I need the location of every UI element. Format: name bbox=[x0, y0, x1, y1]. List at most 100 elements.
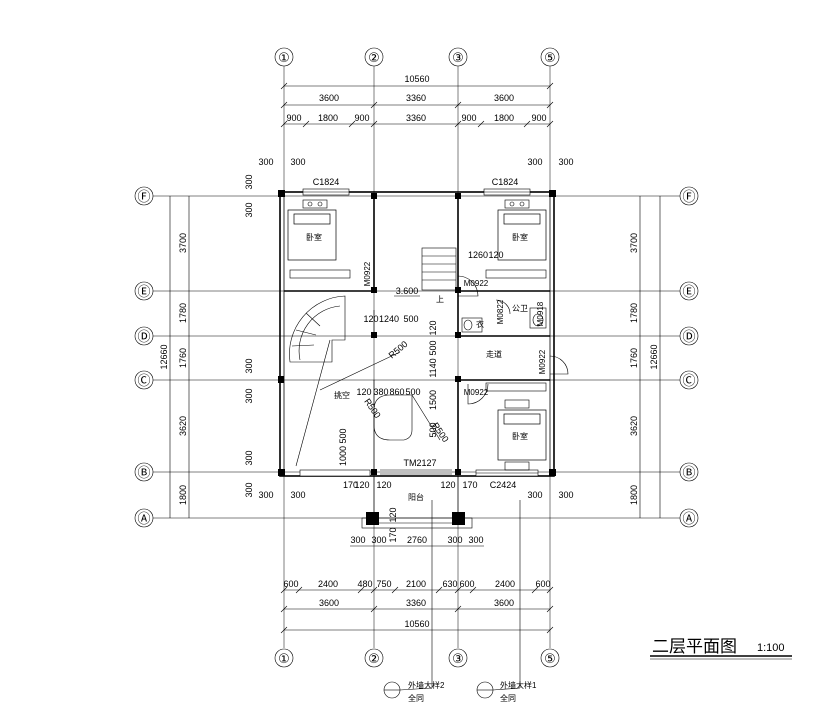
axis-5-top: ⑤ bbox=[544, 50, 556, 65]
dim-top-detail-3: 900 bbox=[354, 113, 369, 123]
room-bedroom-1: 卧室 bbox=[306, 232, 322, 242]
door-m0918: M0918 bbox=[536, 301, 545, 326]
small-300-dimensions: 300 300 300 300 300 300 300 300 300 300 … bbox=[244, 157, 574, 500]
dim-inner-500e: 500 bbox=[338, 428, 348, 443]
dim-inner-120f: 120 bbox=[376, 480, 391, 490]
dim-inner-120e: 120 bbox=[354, 480, 369, 490]
axis-3-bottom: ③ bbox=[452, 651, 464, 666]
window-c2424: C2424 bbox=[490, 480, 517, 490]
axis-F-left: Ⓕ bbox=[137, 189, 150, 204]
dim-bot-detail-9: 600 bbox=[535, 579, 550, 589]
dim-300-5: 300 bbox=[244, 174, 254, 189]
dim-bot-detail-8: 2400 bbox=[495, 579, 515, 589]
dim-inner-860: 860 bbox=[389, 387, 404, 397]
interior-walls bbox=[284, 196, 550, 472]
dim-bot-detail-2: 2400 bbox=[318, 579, 338, 589]
dim-top-mid-1: 3600 bbox=[319, 93, 339, 103]
axis-lines bbox=[153, 66, 680, 648]
dim-inner-1240: 1240 bbox=[379, 314, 399, 324]
axis-B-right: Ⓑ bbox=[682, 465, 695, 480]
bedroom-bottom-right: 卧室 bbox=[485, 382, 547, 471]
dim-right-total: 12660 bbox=[649, 344, 659, 369]
outer-walls bbox=[279, 191, 555, 477]
dim-bot-detail-3: 480 bbox=[357, 579, 372, 589]
dim-inner-500d: 500 bbox=[428, 422, 438, 437]
dim-left-1800: 1800 bbox=[178, 485, 188, 505]
dim-bot-detail-5: 2100 bbox=[406, 579, 426, 589]
door-tm2127: TM2127 bbox=[403, 458, 436, 468]
stair-up-label: 上 bbox=[436, 295, 444, 304]
dim-bot-mid-1: 3600 bbox=[319, 598, 339, 608]
dim-left-total: 12660 bbox=[159, 344, 169, 369]
bedroom-top-left: 卧室 bbox=[287, 199, 351, 279]
dim-inner-1260: 1260 bbox=[468, 250, 488, 260]
axis-bubbles: ① ② ③ ⑤ ① ② ③ ⑤ Ⓕ Ⓔ Ⓓ Ⓒ Ⓑ Ⓐ Ⓕ Ⓔ Ⓓ Ⓒ Ⓑ Ⓐ bbox=[134, 47, 699, 668]
dim-right-3620: 3620 bbox=[629, 416, 639, 436]
dim-right-1780: 1780 bbox=[629, 303, 639, 323]
staircase: 上 bbox=[289, 247, 457, 363]
axis-E-right: Ⓔ bbox=[682, 284, 695, 299]
radius-r500b: R500 bbox=[362, 397, 383, 420]
dim-inner-120b: 120 bbox=[363, 314, 378, 324]
bottom-dimensions: 600 2400 480 750 2100 630 600 2400 600 3… bbox=[280, 579, 554, 634]
door-m0922-4: M0922 bbox=[538, 349, 547, 374]
toilet-room: 公卫 衣 走道 bbox=[461, 304, 547, 359]
axis-A-right: Ⓐ bbox=[682, 511, 695, 526]
dim-inner-170c: 170 bbox=[388, 527, 398, 542]
dim-bot-detail-7: 600 bbox=[459, 579, 474, 589]
dim-300-10: 300 bbox=[244, 482, 254, 497]
left-dimensions: 3700 1780 1760 3620 1800 12660 bbox=[159, 196, 190, 518]
dim-300-7: 300 bbox=[244, 358, 254, 373]
dim-right-1800: 1800 bbox=[629, 485, 639, 505]
dim-top-detail-7: 900 bbox=[531, 113, 546, 123]
axis-C-left: Ⓒ bbox=[137, 373, 150, 388]
callout-2-label: 外墙大样1 bbox=[500, 680, 537, 690]
door-m0922-2: M0922 bbox=[464, 279, 489, 288]
dim-left-1760: 1760 bbox=[178, 348, 188, 368]
axis-E-left: Ⓔ bbox=[137, 284, 150, 299]
dim-300-6: 300 bbox=[244, 202, 254, 217]
dim-top-detail-5: 900 bbox=[461, 113, 476, 123]
dim-top-total: 10560 bbox=[404, 74, 429, 84]
bedroom-top-right: 卧室 bbox=[485, 199, 547, 279]
callout-2-sub: 全同 bbox=[500, 693, 516, 703]
dim-inner-170a: 170 bbox=[343, 480, 358, 490]
callout-1-label: 外墙大样2 bbox=[408, 680, 445, 690]
dim-bot-mid-2: 3360 bbox=[406, 598, 426, 608]
dim-inner-300b: 300 bbox=[371, 535, 386, 545]
title-text: 二层平面图 bbox=[652, 637, 737, 656]
dim-inner-120c: 120 bbox=[428, 320, 438, 335]
elevation-3600: 3.600 bbox=[396, 286, 419, 296]
balcony: 阳台 bbox=[361, 476, 473, 529]
columns bbox=[278, 190, 556, 525]
dim-top-mid-3: 3600 bbox=[494, 93, 514, 103]
room-bedroom-2: 卧室 bbox=[512, 232, 528, 242]
axis-C-right: Ⓒ bbox=[682, 373, 695, 388]
door-m0922-3: M0922 bbox=[464, 388, 489, 397]
axis-1-top: ① bbox=[278, 50, 290, 65]
dim-right-1760: 1760 bbox=[629, 348, 639, 368]
radius-r500a: R500 bbox=[387, 339, 410, 360]
dim-inner-300d: 300 bbox=[468, 535, 483, 545]
dim-inner-2760: 2760 bbox=[407, 535, 427, 545]
dim-inner-1500: 1500 bbox=[428, 390, 438, 410]
dim-300-3: 300 bbox=[527, 157, 542, 167]
windows: C1824 C1824 C2424 bbox=[299, 177, 539, 490]
dim-inner-300a: 300 bbox=[350, 535, 365, 545]
dim-inner-1140: 1140 bbox=[428, 358, 438, 377]
dim-top-detail-2: 1800 bbox=[318, 113, 338, 123]
dim-inner-120g: 120 bbox=[440, 480, 455, 490]
door-m0922-1: M0922 bbox=[363, 261, 372, 286]
axis-3-top: ③ bbox=[452, 50, 464, 65]
drawing-title: 二层平面图 1:100 bbox=[650, 637, 792, 660]
callout-1-sub: 全同 bbox=[408, 693, 424, 703]
dim-top-mid-2: 3360 bbox=[406, 93, 426, 103]
dim-bot-detail-1: 600 bbox=[283, 579, 298, 589]
axis-B-left: Ⓑ bbox=[137, 465, 150, 480]
room-closet: 衣 bbox=[476, 319, 484, 329]
dim-bot-detail-6: 630 bbox=[442, 579, 457, 589]
dim-inner-170b: 170 bbox=[462, 480, 477, 490]
dim-left-3620: 3620 bbox=[178, 416, 188, 436]
axis-D-left: Ⓓ bbox=[137, 329, 150, 344]
